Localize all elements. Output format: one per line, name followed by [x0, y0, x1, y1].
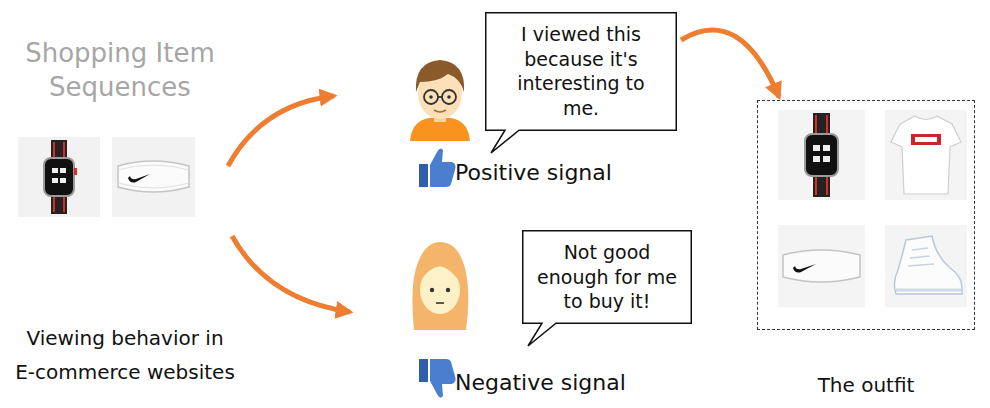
headband-item [118, 183, 189, 188]
speech-bubble: Not good enough for me to buy it! [522, 230, 692, 324]
bubble-text: Not good enough for me to buy it! [534, 240, 680, 314]
boy-avatar [410, 60, 470, 141]
flow-arrow [228, 96, 334, 166]
section-title: Shopping Item Sequences [24, 36, 216, 104]
dashed-frame [757, 100, 975, 330]
bubble-text: I viewed this because it's interesting t… [497, 22, 665, 121]
outfit-watch [778, 110, 865, 200]
outfit-shoe [894, 236, 962, 294]
headband-item [112, 137, 195, 217]
outfit-tshirt [915, 137, 937, 142]
outfit-watch [813, 156, 820, 162]
outfit-watch [805, 134, 838, 176]
boy-avatar [442, 90, 456, 104]
flow-arrow [232, 236, 350, 312]
thumbs-down-icon [430, 359, 456, 398]
bubble-outline [486, 13, 677, 153]
watch-item [52, 168, 58, 173]
outfit-tshirt [911, 134, 941, 145]
outfit-watch [813, 145, 820, 151]
section-caption: Viewing behavior in E-commerce websites [14, 321, 236, 389]
group-caption: The outfit [757, 372, 975, 398]
watch-item [60, 178, 66, 183]
signal-label: Negative signal [455, 370, 626, 396]
watch-item [60, 168, 66, 173]
signal-label: Positive signal [455, 160, 612, 186]
watch-item [18, 137, 100, 217]
outfit-tshirt [891, 116, 961, 194]
boy-avatar [416, 60, 464, 92]
headband-item [118, 165, 189, 170]
girl-avatar [412, 242, 468, 330]
thumbs-up-icon [419, 164, 428, 187]
watch-item [74, 168, 77, 175]
outfit-group: The outfit [757, 100, 975, 398]
outfit-watch [778, 110, 865, 200]
outfit-tshirt [885, 110, 967, 200]
label-slot: Viewing behavior in E-commerce websites [14, 321, 236, 389]
boy-avatar [434, 110, 446, 112]
outfit-shoe [908, 248, 934, 266]
flow-arrow [228, 96, 350, 312]
girl-avatar [412, 242, 468, 330]
outfit-shoe [885, 225, 967, 307]
girl-avatar [446, 288, 450, 292]
watch-item [44, 158, 74, 196]
outfit-headband [778, 225, 865, 307]
watch-item [18, 137, 100, 217]
boy-avatar [424, 90, 438, 104]
headband-item [128, 174, 150, 183]
outfit-watch [823, 145, 830, 151]
outfit-shoe [896, 289, 962, 292]
speech-bubble: I viewed this because it's interesting t… [485, 12, 677, 131]
girl-avatar [420, 256, 460, 282]
label-slot: Shopping Item Sequences [24, 36, 216, 104]
headband-item [118, 161, 189, 192]
girl-avatar [430, 288, 434, 292]
label-slot: Positive signal [455, 160, 612, 186]
thumbs-down-icon [419, 359, 456, 398]
outfit-headband [778, 225, 865, 307]
outfit-shoe [885, 225, 967, 307]
boy-avatar [438, 96, 442, 98]
girl-avatar [436, 302, 444, 304]
boy-avatar [429, 95, 433, 99]
flow-connector [681, 30, 779, 97]
headband-item [112, 137, 195, 217]
bubble-outline [523, 231, 692, 346]
outfit-headband [783, 250, 860, 282]
outfit-watch [823, 156, 830, 162]
boy-avatar [447, 95, 451, 99]
outfit-tshirt [885, 110, 967, 200]
outfit-headband [793, 264, 816, 273]
label-slot: Negative signal [455, 370, 626, 396]
watch-item [52, 178, 58, 183]
thumbs-down-icon [419, 359, 428, 382]
thumbs-up-icon [430, 148, 456, 187]
thumbs-up-icon [419, 148, 456, 187]
